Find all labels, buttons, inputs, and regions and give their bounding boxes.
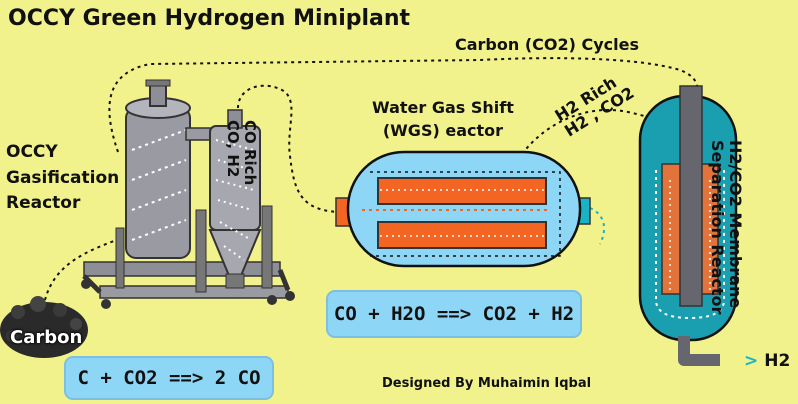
wgs-label-line: Water Gas Shift bbox=[372, 98, 514, 117]
membrane-label-line: Separation Reactor bbox=[707, 140, 727, 315]
co-rich-line: CO Rich bbox=[241, 120, 259, 186]
h2-output-arrow-icon: > bbox=[744, 351, 759, 371]
wgs-label: Water Gas Shift (WGS) eactor bbox=[372, 96, 514, 142]
membrane-label-line: H2/CO2 Membrane bbox=[726, 140, 745, 309]
co2-cycle-line bbox=[108, 57, 699, 153]
carbon-feed-line bbox=[44, 237, 123, 301]
gasifier-label-line: OCCY bbox=[6, 142, 58, 162]
gasifier-label-line: Gasification bbox=[6, 167, 120, 188]
side-outlet-line bbox=[589, 207, 606, 245]
gasifier-label-line: Reactor bbox=[6, 193, 81, 213]
membrane-label: H2/CO2 Membrane Separation Reactor bbox=[707, 140, 745, 315]
gasifier-to-wgs-line bbox=[237, 84, 339, 213]
carbon-pile bbox=[0, 296, 88, 358]
h2-output: >H2 bbox=[744, 351, 791, 372]
carbon-label: Carbon bbox=[10, 327, 83, 348]
gasification-equation: C + CO2 ==> 2 CO bbox=[64, 356, 274, 400]
diagram-title: OCCY Green Hydrogen Miniplant bbox=[8, 6, 411, 31]
membrane-reactor bbox=[638, 85, 738, 366]
h2-output-label: H2 bbox=[764, 351, 791, 371]
wgs-label-line: (WGS) eactor bbox=[382, 121, 504, 141]
wgs-equation: CO + H2O ==> CO2 + H2 bbox=[326, 290, 582, 338]
gasifier-machine bbox=[81, 79, 295, 309]
designer-credit: Designed By Muhaimin Iqbal bbox=[382, 376, 592, 391]
co-rich-line: CO, H2 bbox=[223, 120, 242, 178]
co-rich-label: CO Rich CO, H2 bbox=[224, 120, 259, 185]
wgs-reactor bbox=[335, 150, 591, 268]
gasifier-label: OCCY Gasification Reactor bbox=[6, 140, 119, 217]
carbon-cycles-label: Carbon (CO2) Cycles bbox=[455, 35, 640, 54]
